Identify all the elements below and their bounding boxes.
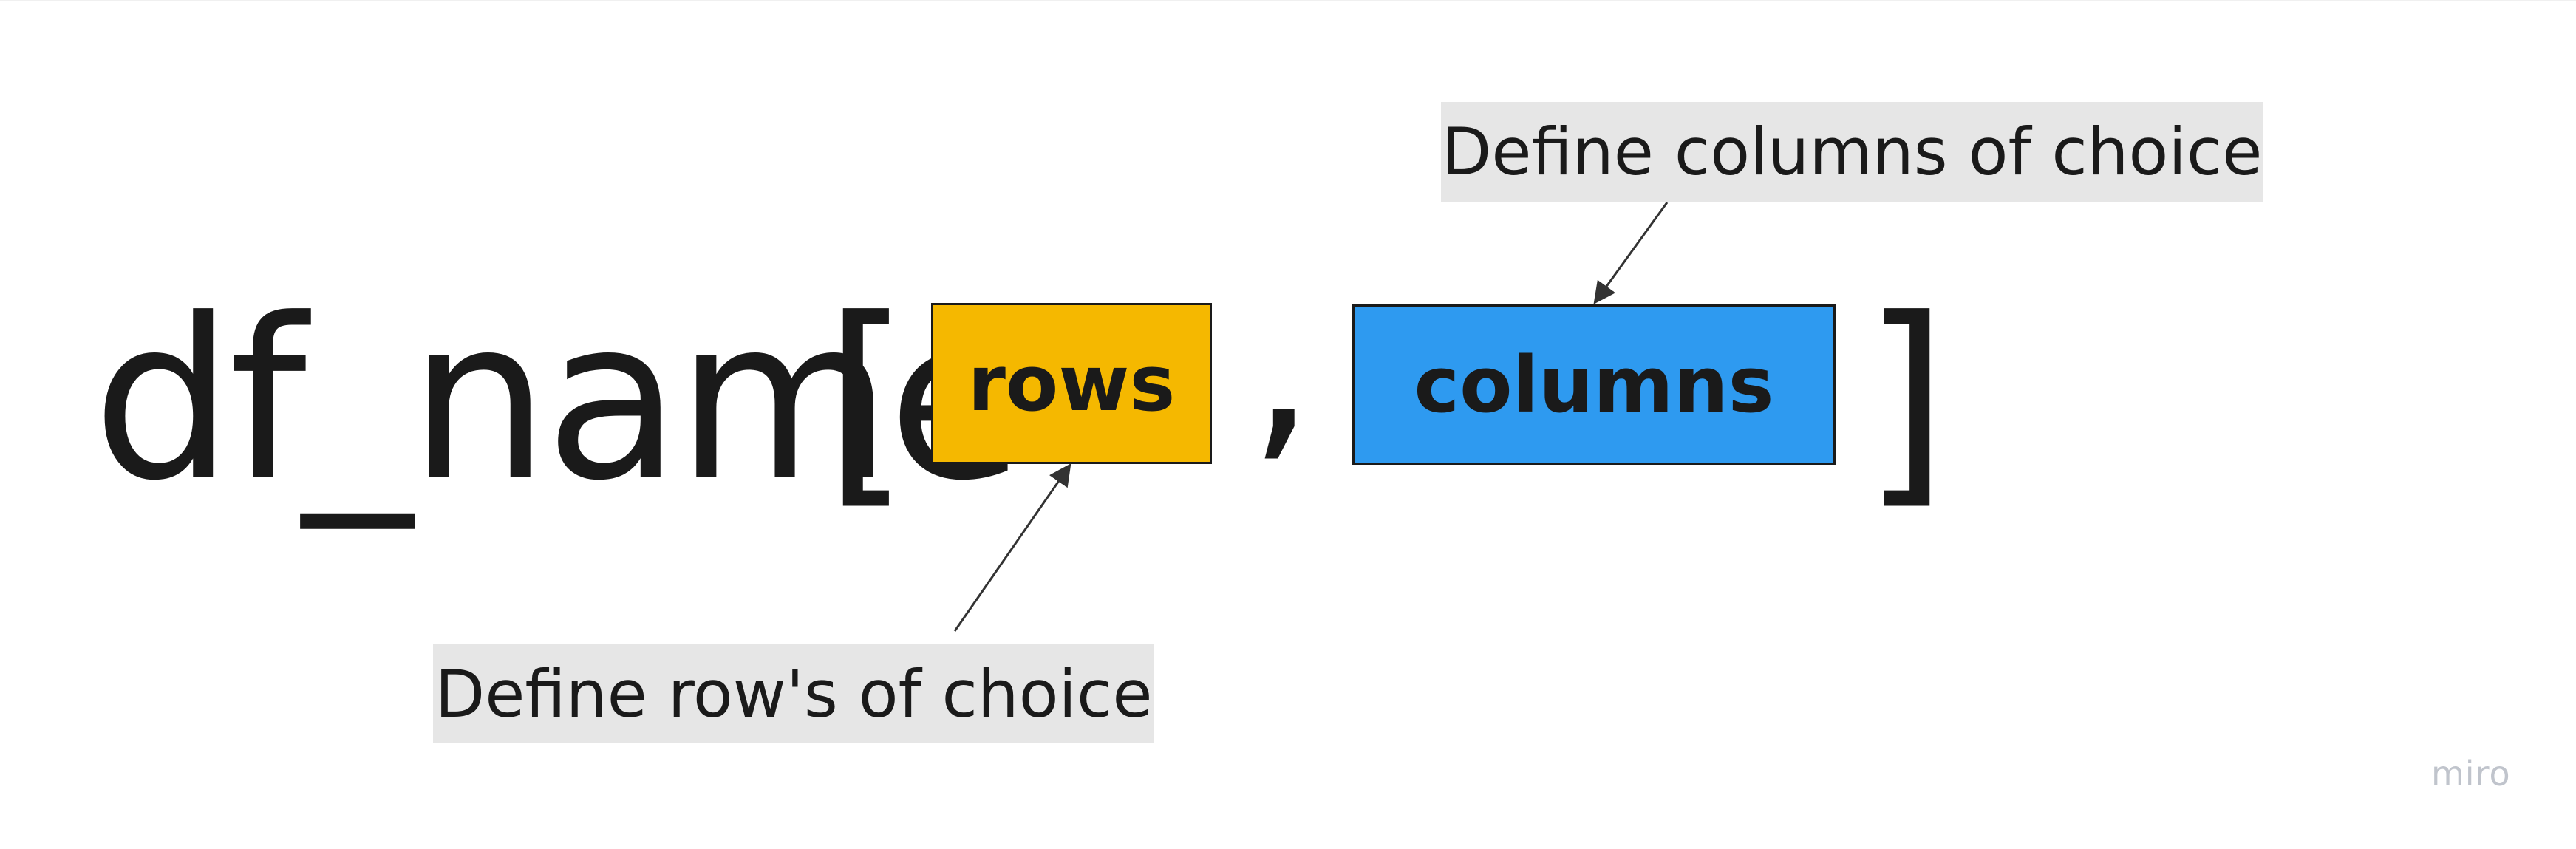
rows-annotation: Define row's of choice (433, 644, 1154, 743)
miro-watermark: miro (2431, 754, 2511, 794)
columns-box: columns (1352, 304, 1836, 465)
rows-box: rows (931, 303, 1212, 464)
open-bracket: [ (824, 271, 910, 529)
close-bracket: ] (1862, 271, 1949, 529)
columns-arrow (1593, 202, 1669, 304)
columns-label: columns (1414, 339, 1774, 430)
rows-label: rows (967, 338, 1176, 429)
columns-annotation: Define columns of choice (1441, 102, 2263, 202)
rows-annotation-text: Define row's of choice (435, 655, 1153, 732)
columns-annotation-text: Define columns of choice (1441, 114, 2263, 190)
comma-separator: , (1249, 243, 1315, 484)
df-name-text: df_name (92, 271, 1024, 529)
